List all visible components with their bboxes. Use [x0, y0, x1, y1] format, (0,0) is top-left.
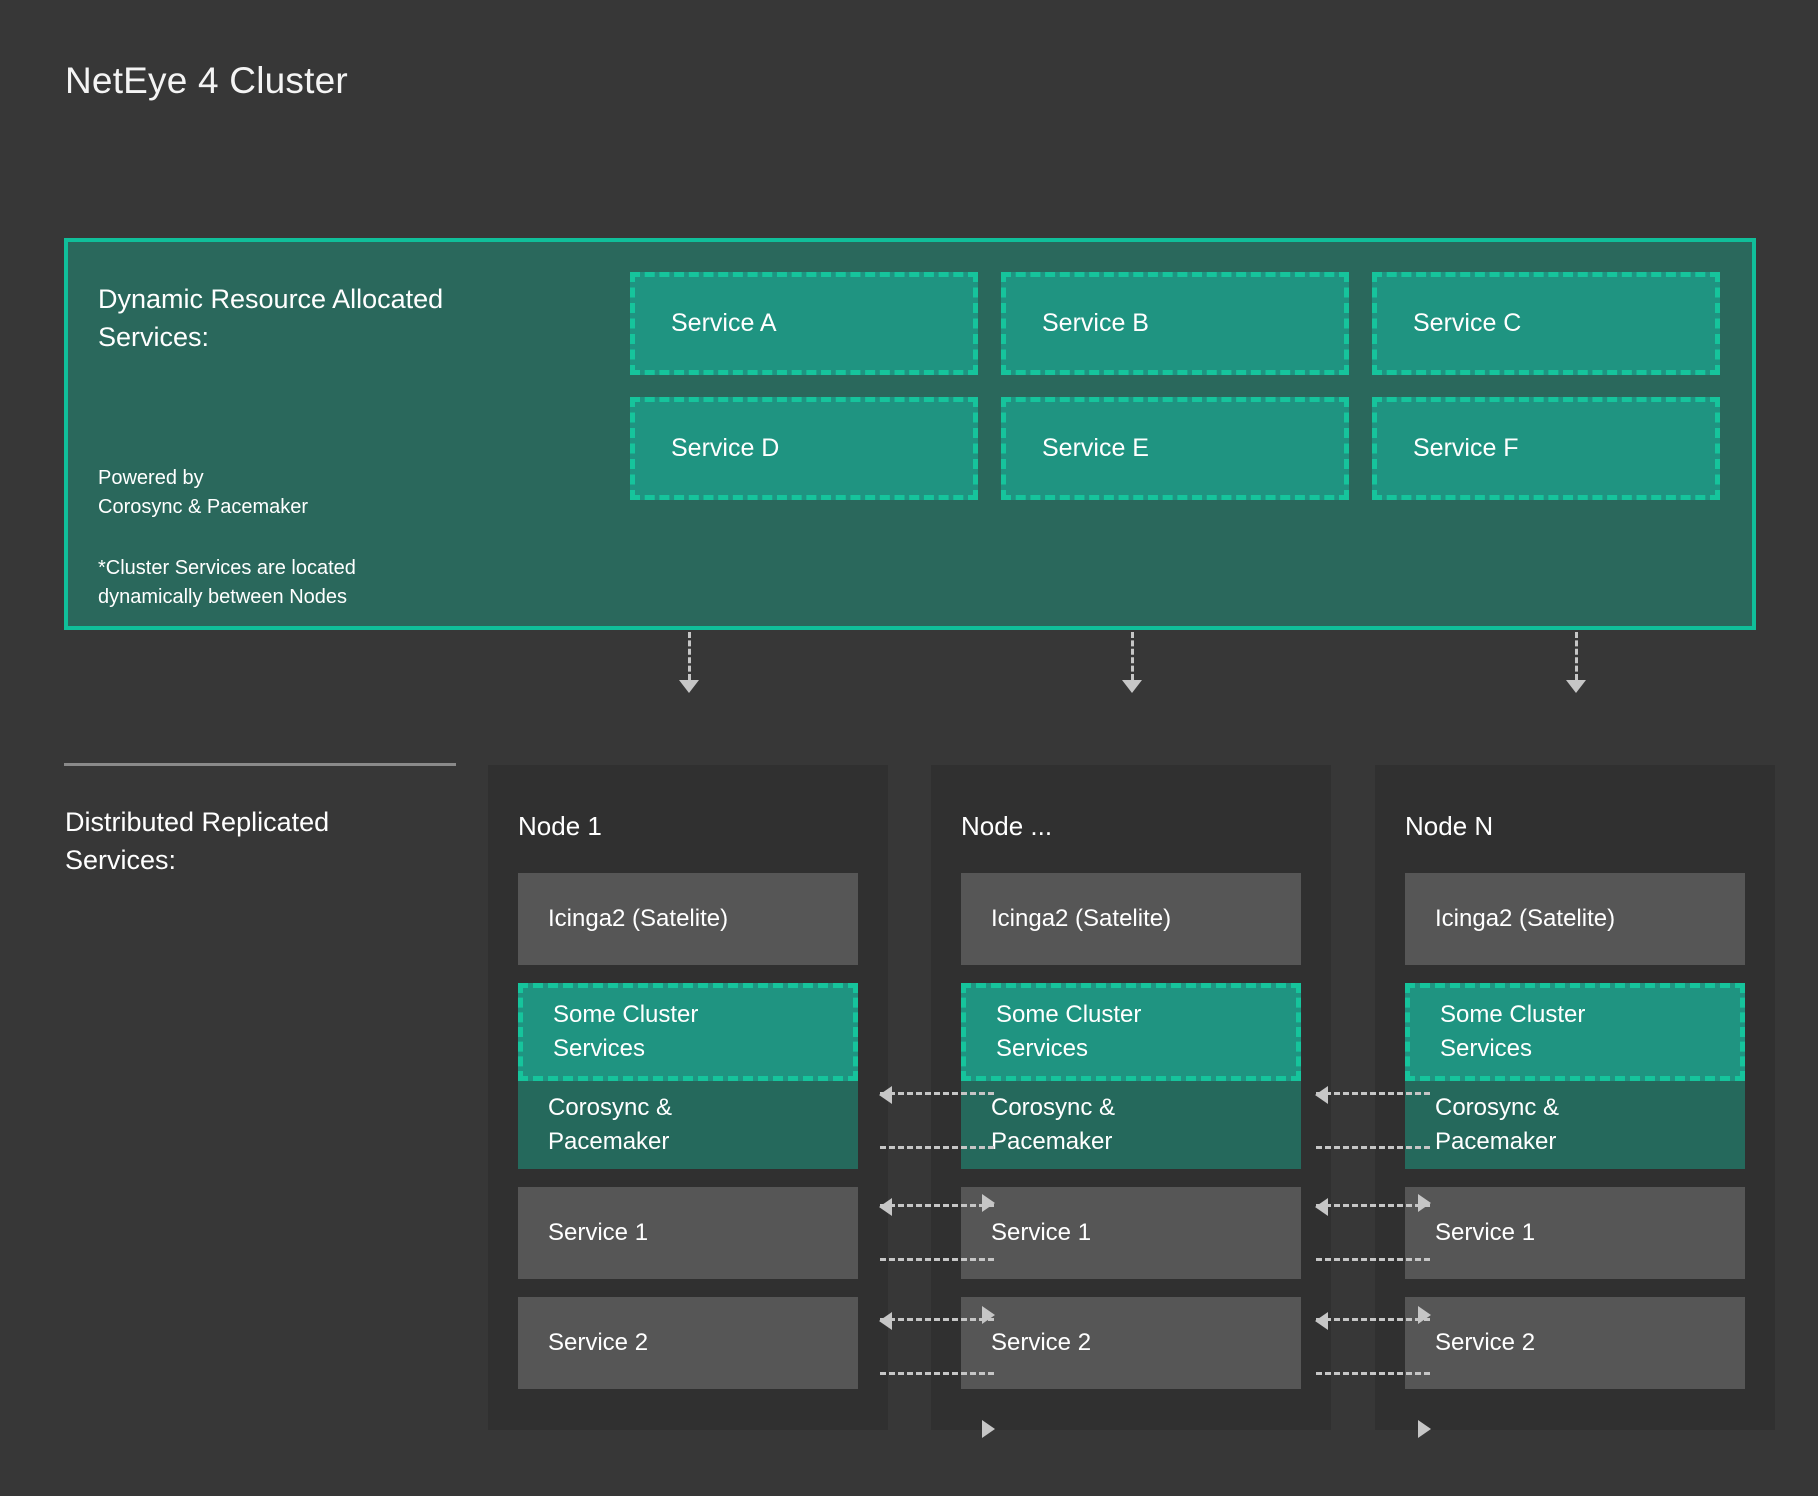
allocation-arrow-node-1: [679, 632, 699, 693]
node-column-1: Node 1 Icinga2 (Satelite) Some Cluster S…: [488, 765, 888, 1430]
sync-line-right: [1316, 1258, 1431, 1324]
node-box-service-2[interactable]: Service 2: [961, 1297, 1301, 1389]
sync-service2-1-2: [879, 1312, 995, 1438]
node-box-icinga2[interactable]: Icinga2 (Satelite): [518, 873, 858, 965]
arrow-head-down-icon: [1122, 680, 1142, 693]
node-service-stack: Icinga2 (Satelite) Some Cluster Services…: [961, 873, 1301, 1407]
sync-corosync-2-3: [1315, 1086, 1431, 1212]
node-box-icinga2[interactable]: Icinga2 (Satelite): [1405, 873, 1745, 965]
arrow-head-left-icon: [879, 1198, 892, 1216]
node-title: Node 1: [518, 811, 602, 841]
arrow-head-left-icon: [1315, 1312, 1328, 1330]
node-box-service-2[interactable]: Service 2: [518, 1297, 858, 1389]
node-service-stack: Icinga2 (Satelite) Some Cluster Services…: [1405, 873, 1745, 1407]
node-box-service-1[interactable]: Service 1: [518, 1187, 858, 1279]
dynamic-service-b[interactable]: Service B: [1001, 272, 1349, 375]
allocation-arrow-node-mid: [1122, 632, 1142, 693]
node-box-service-2[interactable]: Service 2: [1405, 1297, 1745, 1389]
arrow-stem: [688, 632, 691, 680]
arrow-stem: [1131, 632, 1134, 680]
sync-line-right: [1316, 1372, 1431, 1438]
sync-corosync-1-2: [879, 1086, 995, 1212]
sync-line-left: [879, 1086, 994, 1104]
sync-line-left: [879, 1198, 994, 1216]
dynamic-panel-heading: Dynamic Resource Allocated Services:: [98, 284, 444, 352]
arrow-head-left-icon: [1315, 1086, 1328, 1104]
node-title: Node ...: [961, 811, 1053, 841]
allocation-arrow-node-n: [1566, 632, 1586, 693]
sync-service1-2-3: [1315, 1198, 1431, 1324]
node-box-service-1[interactable]: Service 1: [961, 1187, 1301, 1279]
sync-service1-1-2: [879, 1198, 995, 1324]
sync-service2-2-3: [1315, 1312, 1431, 1438]
arrow-head-right-icon: [982, 1194, 995, 1212]
sync-line-right: [1316, 1146, 1431, 1212]
node-column-n: Node N Icinga2 (Satelite) Some Cluster S…: [1375, 765, 1775, 1430]
node-service-stack: Icinga2 (Satelite) Some Cluster Services…: [518, 873, 858, 1407]
dynamic-service-c[interactable]: Service C: [1372, 272, 1720, 375]
node-box-corosync-pacemaker[interactable]: Corosync & Pacemaker: [1405, 1081, 1745, 1169]
dynamic-service-a[interactable]: Service A: [630, 272, 978, 375]
dynamic-service-f[interactable]: Service F: [1372, 397, 1720, 500]
node-box-corosync-pacemaker[interactable]: Corosync & Pacemaker: [961, 1081, 1301, 1169]
distributed-services-label: Distributed Replicated Services:: [65, 807, 330, 875]
node-title: Node N: [1405, 811, 1494, 841]
node-box-corosync-pacemaker[interactable]: Corosync & Pacemaker: [518, 1081, 858, 1169]
node-box-icinga2[interactable]: Icinga2 (Satelite): [961, 873, 1301, 965]
dynamic-service-grid: Service A Service B Service C Service D …: [630, 272, 1720, 500]
sync-line-left: [1315, 1312, 1430, 1330]
dynamic-service-e[interactable]: Service E: [1001, 397, 1349, 500]
node-column-mid: Node ... Icinga2 (Satelite) Some Cluster…: [931, 765, 1331, 1430]
arrow-head-left-icon: [879, 1312, 892, 1330]
arrow-head-left-icon: [879, 1086, 892, 1104]
node-box-some-cluster-services[interactable]: Some Cluster Services: [518, 983, 858, 1081]
arrow-head-right-icon: [982, 1420, 995, 1438]
sync-line-left: [1315, 1198, 1430, 1216]
sync-line-left: [879, 1312, 994, 1330]
arrow-head-right-icon: [1418, 1420, 1431, 1438]
arrow-stem: [1575, 632, 1578, 680]
page-title: NetEye 4 Cluster: [65, 60, 348, 101]
dynamic-panel-footnote: *Cluster Services are located dynamicall…: [98, 557, 356, 608]
dynamic-resource-panel: Dynamic Resource Allocated Services: Pow…: [64, 238, 1756, 630]
dynamic-service-d[interactable]: Service D: [630, 397, 978, 500]
node-box-some-cluster-services[interactable]: Some Cluster Services: [1405, 983, 1745, 1081]
arrow-head-left-icon: [1315, 1198, 1328, 1216]
arrow-head-down-icon: [1566, 680, 1586, 693]
node-box-service-1[interactable]: Service 1: [1405, 1187, 1745, 1279]
arrow-head-right-icon: [1418, 1194, 1431, 1212]
arrow-head-down-icon: [679, 680, 699, 693]
dynamic-panel-powered-by: Powered by Corosync & Pacemaker: [98, 467, 309, 518]
sync-line-right: [880, 1146, 995, 1212]
node-box-some-cluster-services[interactable]: Some Cluster Services: [961, 983, 1301, 1081]
sync-line-right: [880, 1372, 995, 1438]
sync-line-right: [880, 1258, 995, 1324]
section-divider: [64, 763, 456, 766]
sync-line-left: [1315, 1086, 1430, 1104]
